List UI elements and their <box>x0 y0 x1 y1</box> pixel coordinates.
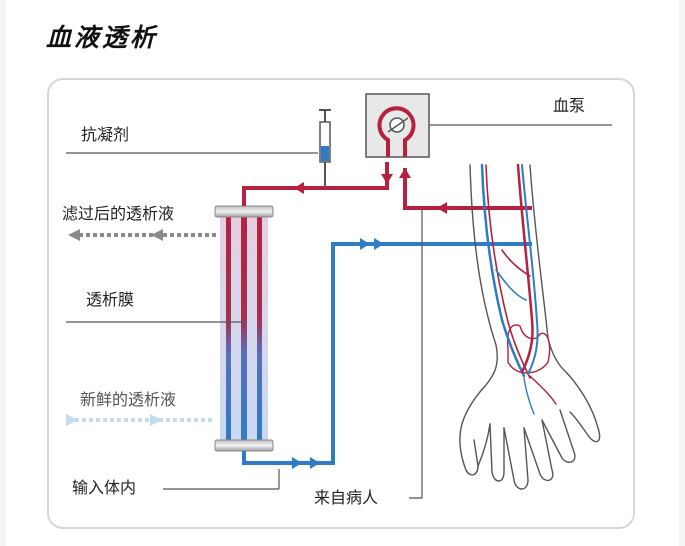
used-dialysate-flow <box>68 229 216 241</box>
venous-blood-line <box>242 238 532 469</box>
flow-arrow <box>151 229 163 241</box>
leader-lines <box>66 124 612 499</box>
flow-arrow <box>68 229 80 241</box>
fresh-dialysate-flow <box>66 414 214 426</box>
flow-arrow <box>310 457 320 469</box>
label-return-to-body: 输入体内 <box>72 478 136 497</box>
dialyzer-fiber <box>226 215 231 445</box>
dialyzer-fiber <box>241 215 247 445</box>
flow-arrow <box>294 182 304 194</box>
page-title: 血液透析 <box>46 23 159 52</box>
flow-arrow <box>360 238 370 250</box>
flow-arrow <box>374 238 384 250</box>
flow-arrow <box>150 414 162 426</box>
flow-arrow <box>399 168 411 178</box>
dialyzer-fiber <box>257 215 262 445</box>
dialyzer-top-cap <box>214 205 274 218</box>
blood-pump-icon <box>365 93 430 158</box>
flow-arrow <box>437 202 447 214</box>
label-used-dialysate: 滤过后的透析液 <box>62 204 174 223</box>
label-anticoagulant: 抗凝剂 <box>81 125 129 144</box>
label-membrane: 透析膜 <box>86 290 134 309</box>
left-margin-bar <box>0 0 6 546</box>
label-fresh-dialysate: 新鲜的透析液 <box>80 390 176 409</box>
dialyzer-bottom-cap <box>214 439 274 452</box>
flow-arrow <box>292 457 302 469</box>
label-blood-pump: 血泵 <box>553 96 585 115</box>
arterial-blood-line <box>242 162 532 214</box>
flow-arrow <box>66 414 78 426</box>
label-from-patient: 来自病人 <box>314 488 378 507</box>
syringe-icon <box>319 109 331 188</box>
arm-illustration <box>459 164 601 490</box>
right-margin-bar <box>679 0 685 546</box>
flow-arrow <box>381 174 393 184</box>
dialyzer <box>214 205 274 452</box>
leader-line-from-patient <box>409 208 423 499</box>
arm-veins <box>480 163 557 415</box>
